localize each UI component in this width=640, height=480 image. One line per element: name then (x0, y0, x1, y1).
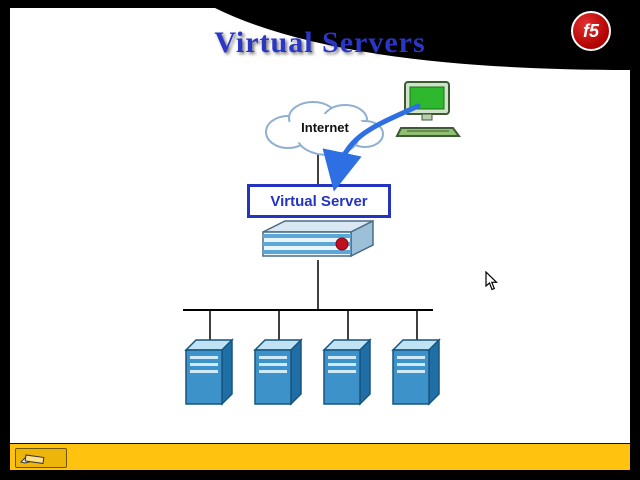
virtual-server-box: Virtual Server (247, 184, 391, 218)
mouse-cursor-icon (485, 271, 498, 291)
bigip-appliance-icon (262, 219, 374, 258)
yellow-status-bar (10, 443, 630, 470)
pencil-icon (20, 454, 45, 464)
internet-label: Internet (301, 120, 349, 135)
server-tower-icon (253, 338, 303, 406)
pencil-tool-button[interactable] (15, 448, 67, 468)
server-tower-icon (322, 338, 372, 406)
server-tower-icon (391, 338, 441, 406)
client-computer-icon (395, 81, 461, 137)
presentation-slide: Virtual Servers f5 Internet (10, 8, 630, 470)
internet-cloud-icon: Internet (250, 94, 400, 160)
virtual-server-label: Virtual Server (270, 192, 368, 210)
server-tower-icon (184, 338, 234, 406)
f5-logo: f5 (571, 11, 611, 51)
slide-title: Virtual Servers (214, 26, 426, 59)
f5-logo-text: f5 (582, 20, 599, 41)
